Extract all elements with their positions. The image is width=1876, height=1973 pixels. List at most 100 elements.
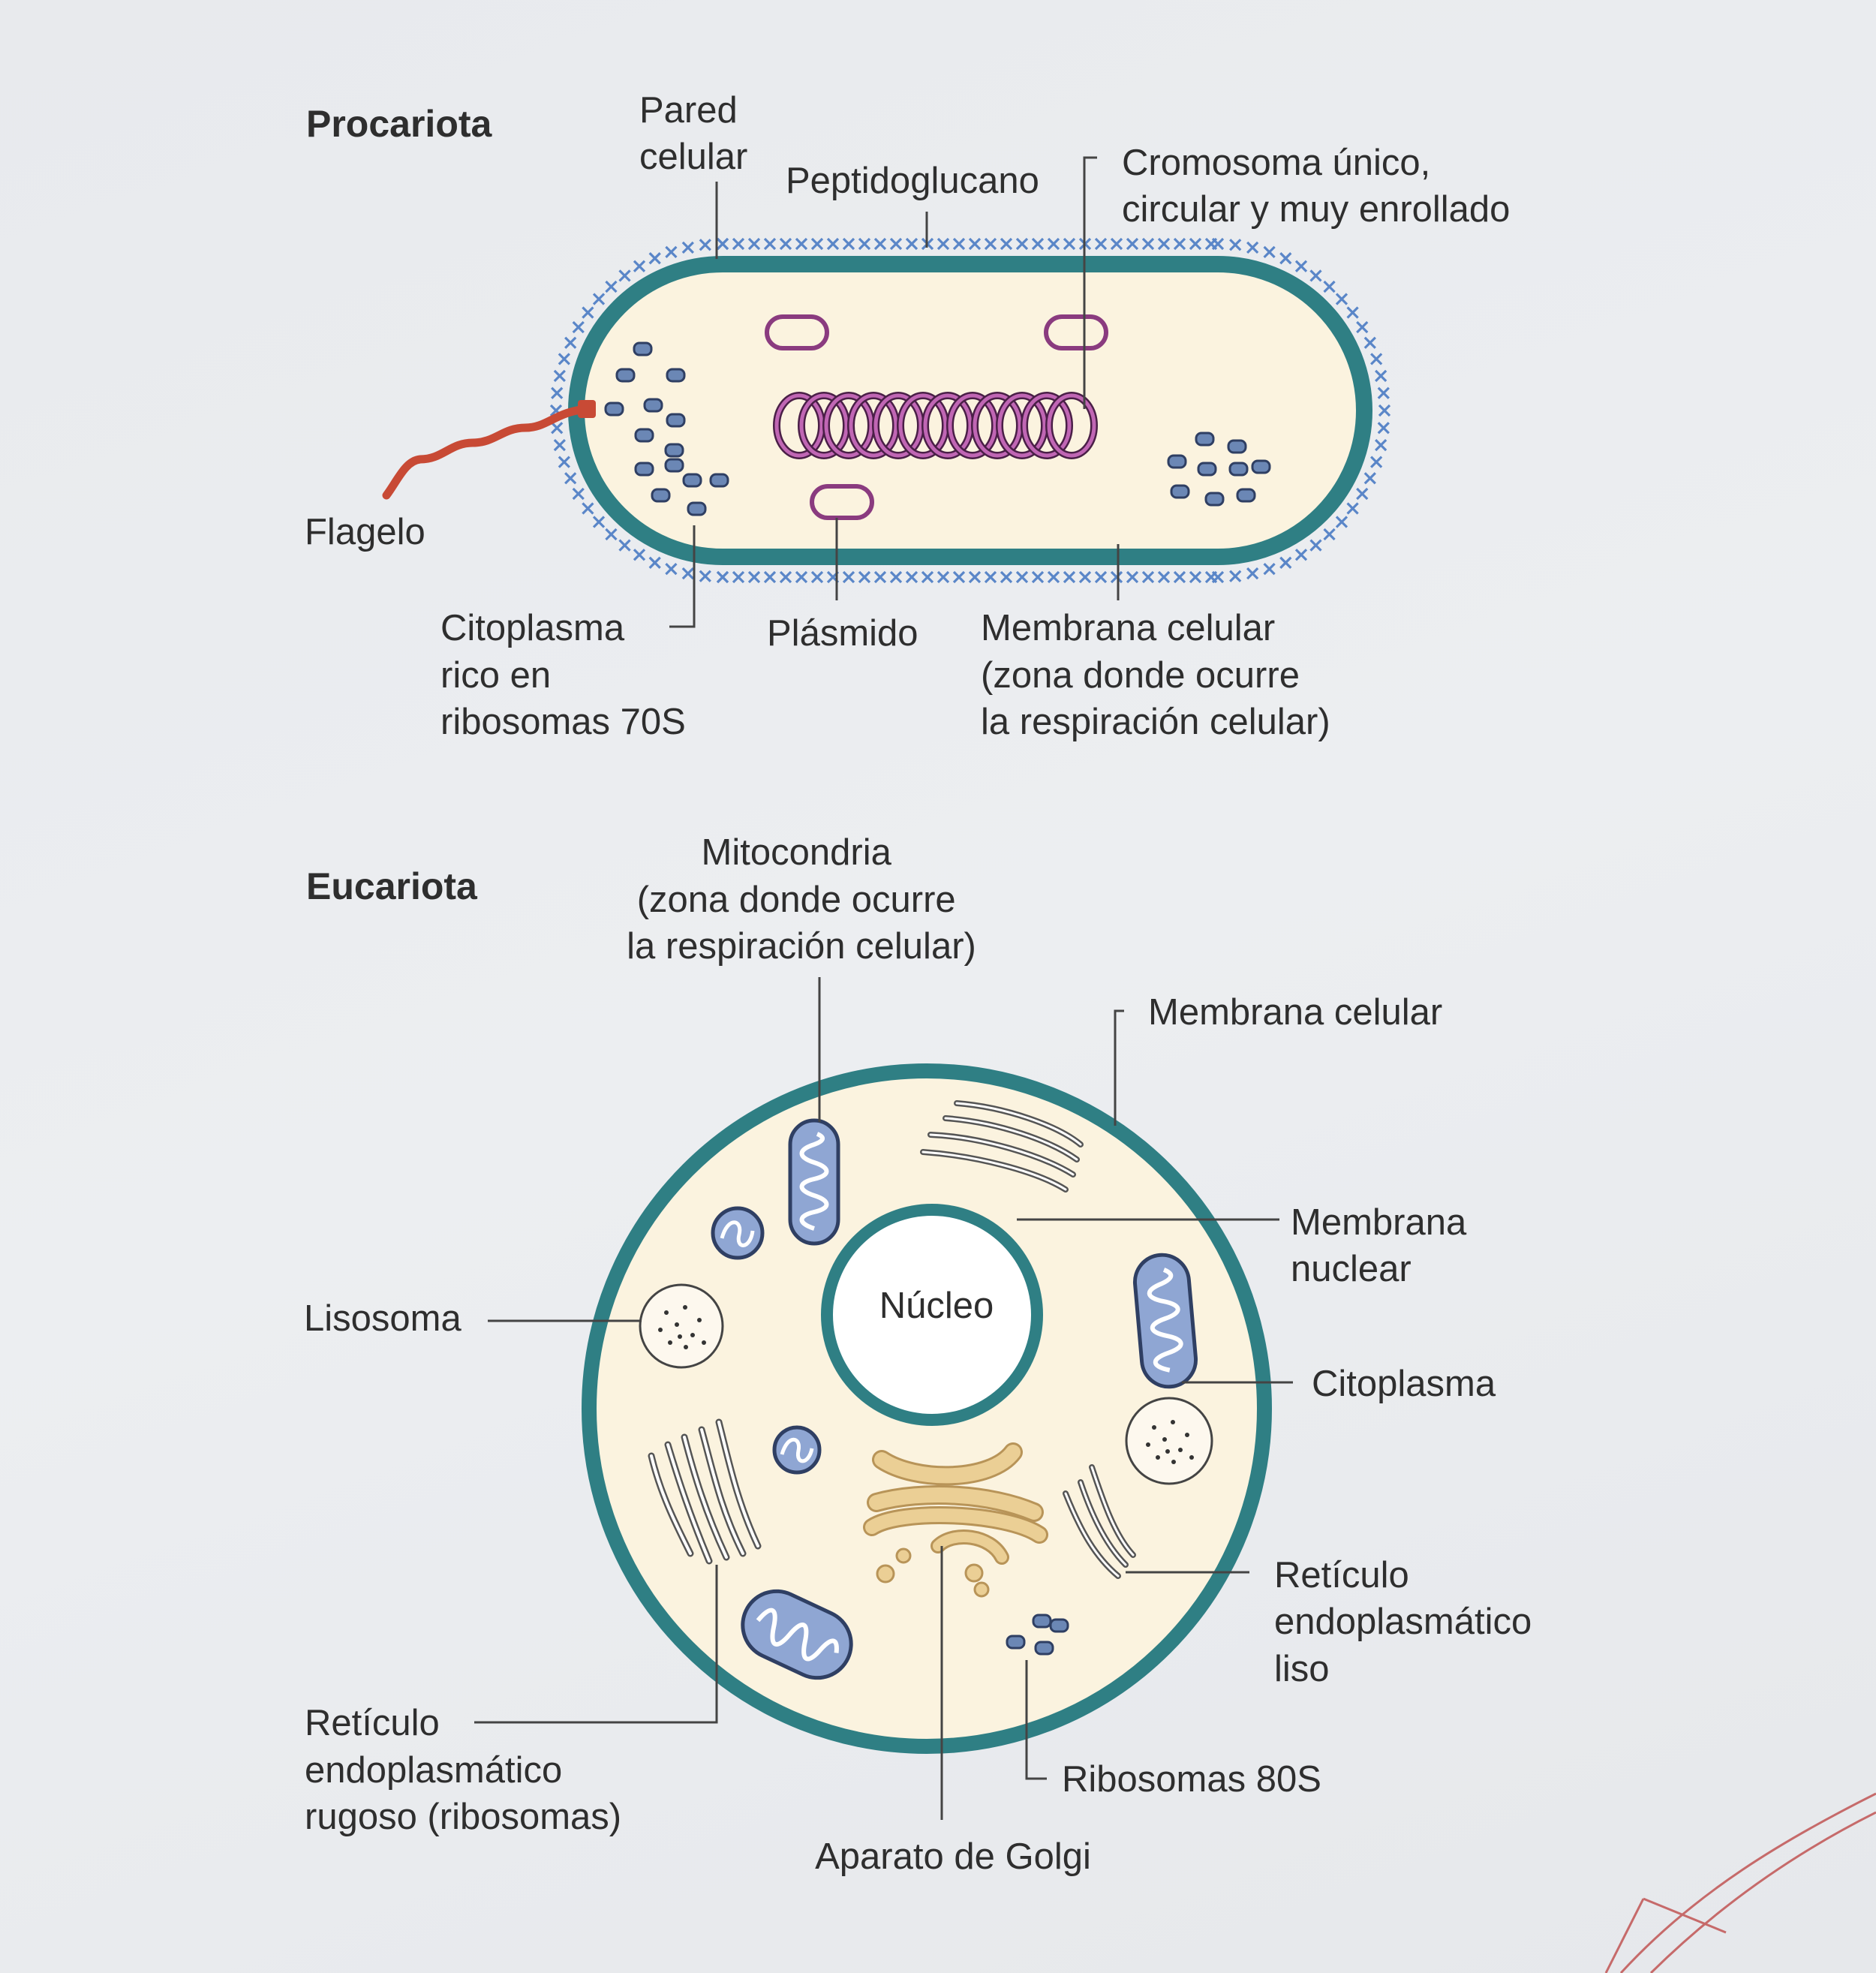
peptidoglycan-mark	[572, 487, 585, 501]
peptidoglycan-mark	[1323, 280, 1336, 293]
peptidoglycan-mark	[681, 567, 694, 580]
peptidoglycan-mark	[551, 386, 564, 399]
lysosome-dot	[1171, 1460, 1176, 1464]
ribosome	[687, 501, 707, 516]
peptidoglycan-mark	[551, 422, 564, 435]
er-cisterna	[666, 1443, 711, 1562]
lysosome-dot	[1146, 1442, 1150, 1447]
peptidoglycan-mark	[779, 570, 792, 584]
peptidoglycan-mark	[1346, 306, 1359, 319]
label-lysosome: Lisosoma	[304, 1298, 461, 1339]
peptidoglycan-mark	[716, 570, 729, 584]
peptidoglycan-mark	[618, 539, 631, 552]
peptidoglycan-mark	[1110, 570, 1123, 584]
peptidoglycan-mark	[1126, 570, 1139, 584]
chromosome-loop	[774, 393, 824, 458]
lysosome	[639, 1283, 724, 1369]
peptidoglycan-mark	[842, 570, 855, 584]
mitochondrion	[741, 1589, 853, 1680]
leader-line	[1083, 156, 1097, 409]
ribosome	[664, 458, 684, 473]
peptidoglycan-mark	[810, 237, 824, 251]
peptidoglycan-mark	[1229, 570, 1242, 582]
peptidoglycan-mark	[1141, 570, 1155, 584]
er-cisterna	[700, 1428, 744, 1555]
peptidoglycan-mark	[1294, 549, 1308, 561]
peptidoglycan-mark	[1094, 570, 1108, 584]
peptidoglycan-mark	[1189, 237, 1202, 251]
ribosome	[1195, 432, 1215, 447]
peptidoglycan-mark	[1229, 239, 1242, 251]
lysosome-dot	[1152, 1425, 1156, 1430]
peptidoglycan-mark	[558, 353, 570, 365]
peptidoglycan-mark	[1031, 237, 1045, 251]
prokaryote-title: Procariota	[306, 103, 493, 145]
label-cell-membrane: Membrana celular (zona donde ocurre la r…	[981, 608, 1330, 742]
plasmid	[765, 314, 829, 350]
label-nucleus: Núcleo	[879, 1286, 994, 1326]
chromosome-loop	[923, 393, 973, 458]
ribosome	[709, 473, 729, 488]
label-rough-er: Retículo endoplasmático rugoso (ribosoma…	[305, 1703, 621, 1837]
label-ribosomes-80s: Ribosomas 80S	[1062, 1759, 1321, 1800]
peptidoglycan-mark	[936, 237, 950, 251]
rough-er	[648, 1418, 762, 1565]
label-smooth-er: Retículo endoplasmático liso	[1274, 1555, 1542, 1689]
lysosome-dot	[668, 1340, 672, 1345]
peptidoglycan-mark	[572, 320, 585, 334]
ribosome	[633, 341, 653, 356]
peptidoglycan-mark	[633, 549, 646, 561]
er-cisterna	[955, 1102, 1082, 1146]
leader-line	[1025, 1660, 1047, 1780]
plasmid	[1044, 314, 1108, 350]
er-cisterna	[683, 1436, 728, 1559]
peptidoglycan-mark	[1141, 237, 1155, 251]
ribosome	[1228, 462, 1249, 477]
peptidoglycan-mark	[905, 237, 918, 251]
peptidoglycan-mark	[648, 252, 661, 265]
peptidoglycan-mark	[716, 237, 729, 251]
peptidoglycan-mark	[1000, 570, 1013, 584]
flagellum	[382, 405, 593, 500]
peptidoglycan-mark	[1063, 570, 1076, 584]
mitochondrion	[1132, 1253, 1198, 1389]
peptidoglycan-mark	[984, 570, 997, 584]
peptidoglycan-mark	[795, 237, 808, 251]
peptidoglycan-mark	[592, 516, 606, 528]
peptidoglycan-mark	[1211, 237, 1225, 251]
peptidoglycan-mark	[795, 570, 808, 584]
peptidoglycan-mark	[1246, 567, 1259, 580]
peptidoglycan-mark	[1015, 237, 1029, 251]
peptidoglycan-mark	[1363, 472, 1376, 485]
peptidoglycan-mark	[553, 369, 566, 382]
peptidoglycan-mark	[582, 502, 594, 515]
peptidoglycan-mark	[1157, 237, 1171, 251]
peptidoglycan-mark	[1323, 528, 1336, 541]
lysosome-dot	[1178, 1448, 1183, 1452]
circular-chromosome	[773, 392, 1098, 459]
label-mitochondria: Mitocondria (zona donde ocurre la respir…	[627, 832, 976, 967]
lysosome-dot	[1171, 1420, 1175, 1424]
peptidoglycan-mark	[1279, 252, 1292, 265]
peptidoglycan-mark	[1309, 539, 1322, 552]
ribosome	[1167, 454, 1187, 469]
nucleus	[821, 1204, 1043, 1426]
eukaryote-title: Eucariota	[306, 865, 478, 907]
chromosome-loop	[1022, 393, 1072, 458]
lysosome-dot	[675, 1322, 679, 1327]
ribosomes-80s	[1006, 1614, 1069, 1656]
lysosome-dot	[678, 1334, 682, 1339]
peptidoglycan-mark	[889, 570, 903, 584]
peptidoglycan-mark	[1047, 237, 1060, 251]
peptidoglycan-mark	[1015, 570, 1029, 584]
leader-line	[1114, 1009, 1124, 1126]
peptidoglycan-mark	[968, 237, 982, 251]
er-cisterna	[944, 1117, 1078, 1161]
lysosome-dot	[1165, 1449, 1170, 1454]
peptidoglycan-mark	[732, 237, 745, 251]
lysosome-dot	[697, 1318, 702, 1322]
ribosome	[1236, 488, 1256, 503]
peptidoglycan-mark	[1363, 336, 1376, 349]
peptidoglycan-mark	[1346, 502, 1359, 515]
decorative-pen-stroke	[1604, 1792, 1876, 1973]
